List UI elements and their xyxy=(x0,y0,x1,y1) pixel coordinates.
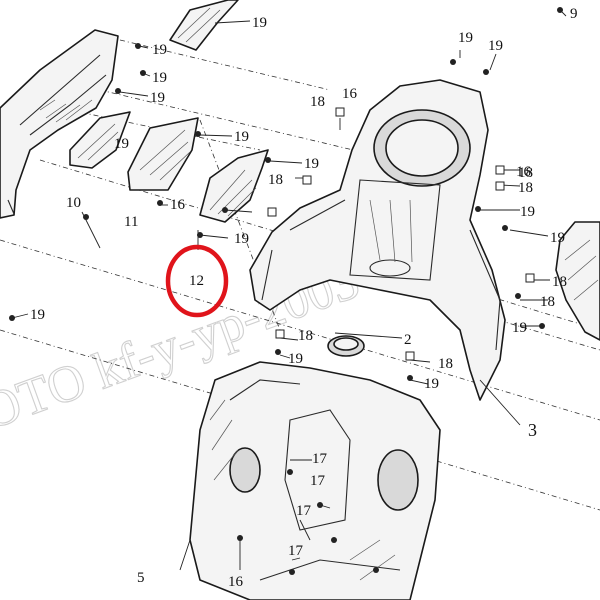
callout-19: 19 xyxy=(520,204,535,220)
part-5-lower-panel xyxy=(189,361,441,600)
callout-19: 19 xyxy=(150,90,165,106)
callout-19: 19 xyxy=(304,156,319,172)
callout-16: 16 xyxy=(516,164,532,180)
callout-19: 19 xyxy=(152,42,167,58)
upper-frame-piece xyxy=(169,0,239,51)
part-2-gasket xyxy=(327,335,365,357)
callout-19: 19 xyxy=(512,320,527,336)
callout-19: 19 xyxy=(152,70,167,86)
callout-18: 18 xyxy=(540,294,555,310)
right-side-fragment xyxy=(555,221,600,341)
callout-19: 19 xyxy=(550,230,565,246)
callout-18: 18 xyxy=(310,94,325,110)
fasteners xyxy=(9,7,563,575)
callout-18: 18 xyxy=(268,172,283,188)
callout-19: 19 xyxy=(288,351,303,367)
callout-5: 5 xyxy=(137,570,145,586)
callout-19: 19 xyxy=(114,136,129,152)
part-10-left-panel xyxy=(0,29,119,219)
callout-2: 2 xyxy=(404,332,412,348)
callout-19: 19 xyxy=(252,15,267,31)
callout-16: 16 xyxy=(342,86,358,102)
callout-19: 19 xyxy=(234,231,249,247)
callout-19: 19 xyxy=(458,30,473,46)
callout-3: 3 xyxy=(528,420,537,440)
callout-19: 19 xyxy=(234,129,249,145)
callout-17: 17 xyxy=(296,503,312,519)
callout-18: 18 xyxy=(518,180,533,196)
callout-11: 11 xyxy=(124,214,138,230)
callout-18: 18 xyxy=(298,328,313,344)
callout-10: 10 xyxy=(66,195,81,211)
callout-19: 19 xyxy=(30,307,45,323)
callout-18: 18 xyxy=(518,165,533,181)
part-12-bracket xyxy=(199,149,269,223)
callout-16: 16 xyxy=(170,197,186,213)
part-3-main-cowl xyxy=(249,79,506,401)
callout-18: 18 xyxy=(552,274,567,290)
callout-12: 12 xyxy=(189,273,204,289)
callout-17: 17 xyxy=(312,451,328,467)
callout-18: 18 xyxy=(438,356,453,372)
callout-17: 17 xyxy=(288,543,304,559)
callout-16: 16 xyxy=(228,574,244,590)
callout-19: 19 xyxy=(488,38,503,54)
callout-labels: 19 19 19 19 19 19 19 19 19 19 19 19 19 1… xyxy=(30,6,578,590)
callout-17: 17 xyxy=(310,473,326,489)
callout-9: 9 xyxy=(570,6,578,22)
highlight-circle xyxy=(165,244,229,318)
callout-19: 19 xyxy=(424,376,439,392)
part-11-left-trim xyxy=(69,111,199,191)
